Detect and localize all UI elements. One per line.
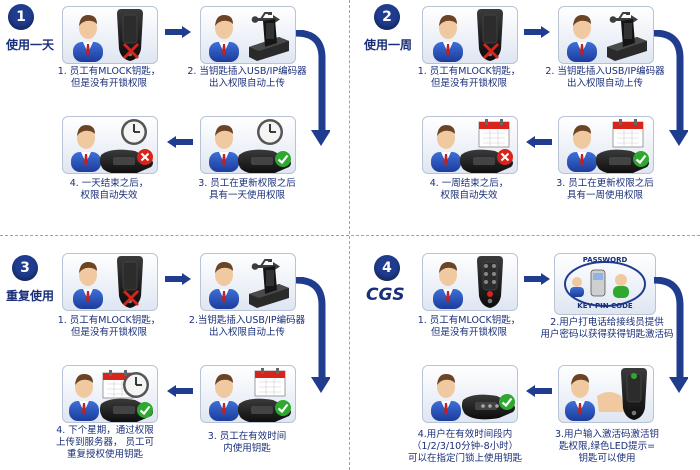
step-number-badge: 3 bbox=[12, 255, 38, 281]
step-2-caption: 2.当钥匙插入USB/IP编码器 出入权限自动上传 bbox=[188, 315, 306, 338]
step-4-caption: 4. 下个星期，通过权限 上传到服务器， 员工可 重复授权使用钥匙 bbox=[55, 425, 155, 460]
arrow-right-icon bbox=[165, 273, 191, 285]
quadrant-title: 使用一周 bbox=[364, 38, 413, 52]
bend-arrow-down-icon bbox=[654, 30, 688, 146]
panel-permission-granted bbox=[200, 116, 296, 174]
step-3-caption: 3. 员工在有效时间 内使用钥匙 bbox=[207, 431, 287, 454]
panel-no-permission bbox=[62, 253, 158, 311]
bend-arrow-down-icon bbox=[296, 277, 330, 393]
quadrant-3-repeat-use: 3 重复使用 bbox=[0, 235, 350, 470]
calendar-key-ok-illustration bbox=[209, 367, 293, 422]
panel-reauthorize bbox=[62, 365, 158, 423]
step-4-caption: 4. 一周结束之后， 权限自动失效 bbox=[429, 178, 509, 201]
arrow-left-icon bbox=[526, 136, 552, 148]
panel-no-permission bbox=[422, 253, 518, 311]
usb-encoder-illustration bbox=[209, 258, 289, 309]
usb-encoder-illustration bbox=[209, 11, 289, 62]
panel-permission-expired bbox=[62, 116, 158, 174]
calendar-key-ok-illustration bbox=[567, 118, 651, 173]
step-2-caption: 2.用户打电话给接线员提供 用户密码以获得获得钥匙激活码 bbox=[540, 317, 674, 340]
panel-usb-upload bbox=[558, 6, 654, 64]
arrow-left-icon bbox=[167, 385, 193, 397]
panel-permission-expired bbox=[422, 116, 518, 174]
key-pin-code-label: KEY PIN CODE bbox=[577, 302, 633, 310]
arrow-right-icon bbox=[524, 26, 550, 38]
panel-no-permission bbox=[422, 6, 518, 64]
hand-keypad-led-illustration bbox=[565, 367, 648, 421]
panel-phone-call: PASSWORD KEY PIN CODE bbox=[554, 253, 656, 315]
employee-key-denied-illustration bbox=[433, 8, 504, 62]
employee-keypad-key-illustration bbox=[433, 255, 504, 309]
panel-valid-time-use bbox=[200, 365, 296, 423]
arrow-right-icon bbox=[165, 26, 191, 38]
calendar-key-expired-illustration bbox=[431, 118, 514, 173]
step-number-badge: 4 bbox=[374, 255, 400, 281]
step-number-badge: 1 bbox=[8, 4, 34, 30]
quadrant-title: 使用一天 bbox=[6, 38, 55, 52]
clock-key-expired-illustration bbox=[71, 118, 154, 173]
panel-permission-granted bbox=[558, 116, 654, 174]
employee-key-denied-illustration bbox=[73, 255, 144, 309]
panel-use-key-on-lock bbox=[422, 365, 518, 423]
usb-encoder-illustration bbox=[567, 11, 647, 62]
phone-call-illustration bbox=[564, 261, 646, 307]
step-1-caption: 1. 员工有MLOCK钥匙， 但是没有开锁权限 bbox=[57, 66, 161, 89]
step-3-caption: 3.用户输入激活码激活钥 匙权限,绿色LED提示= 钥匙可以使用 bbox=[554, 429, 660, 464]
step-4-caption: 4.用户在有效时间段内 （1/2/3/10分钟-8小时） 可以在指定门锁上使用钥… bbox=[407, 429, 522, 464]
panel-usb-upload bbox=[200, 6, 296, 64]
step-number-badge: 2 bbox=[374, 4, 400, 30]
arrow-right-icon bbox=[524, 273, 550, 285]
step-3-caption: 3. 员工在更新权限之后 具有一天使用权限 bbox=[198, 178, 296, 201]
quadrant-2-use-one-week: 2 使用一周 bbox=[350, 0, 700, 235]
step-2-caption: 2. 当钥匙插入USB/IP编码器 出入权限自动上传 bbox=[545, 66, 665, 89]
panel-usb-upload bbox=[200, 253, 296, 311]
panel-no-permission bbox=[62, 6, 158, 64]
quadrant-4-cgs: 4 CGS PASSWORD KEY PIN CODE bbox=[350, 235, 700, 470]
panel-enter-activation-code bbox=[558, 365, 654, 423]
horizontal-divider bbox=[0, 235, 700, 236]
step-1-caption: 1. 员工有MLOCK钥匙， 但是没有开锁权限 bbox=[417, 66, 521, 89]
quadrant-title-cgs: CGS bbox=[366, 285, 405, 305]
step-1-caption: 1. 员工有MLOCK钥匙， 但是没有开锁权限 bbox=[57, 315, 161, 338]
bend-arrow-down-icon bbox=[654, 277, 688, 393]
calendar-clock-key-illustration bbox=[69, 369, 155, 422]
clock-key-ok-illustration bbox=[209, 118, 293, 173]
employee-key-denied-illustration bbox=[73, 8, 144, 62]
bend-arrow-down-icon bbox=[296, 30, 330, 146]
step-2-caption: 2. 当钥匙插入USB/IP编码器 出入权限自动上传 bbox=[187, 66, 307, 89]
quadrant-1-use-one-day: 1 使用一天 bbox=[0, 0, 350, 235]
step-4-caption: 4. 一天结束之后， 权限自动失效 bbox=[69, 178, 149, 201]
step-1-caption: 1. 员工有MLOCK钥匙， 但是没有开锁权限 bbox=[417, 315, 521, 338]
arrow-left-icon bbox=[526, 385, 552, 397]
step-3-caption: 3. 员工在更新权限之后 具有一周使用权限 bbox=[556, 178, 654, 201]
quadrant-title: 重复使用 bbox=[6, 289, 55, 303]
arrow-left-icon bbox=[167, 136, 193, 148]
password-label: PASSWORD bbox=[582, 256, 628, 264]
employee-key-ok-illustration bbox=[431, 374, 517, 421]
